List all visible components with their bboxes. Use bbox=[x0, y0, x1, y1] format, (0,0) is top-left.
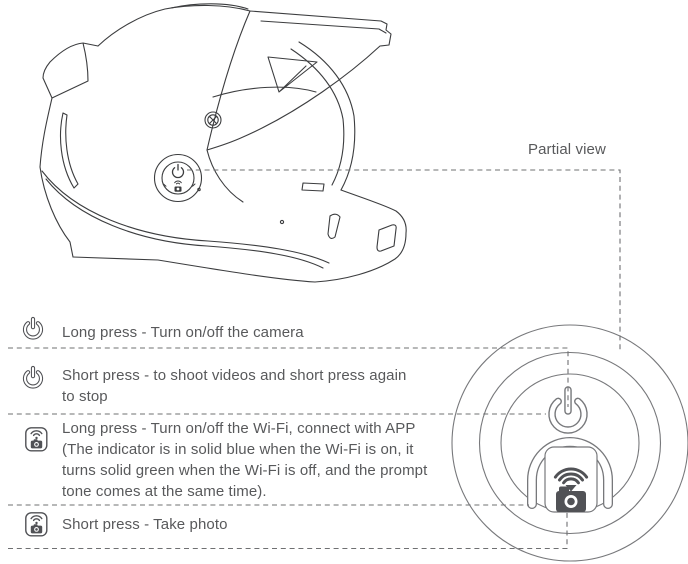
chin-vent bbox=[376, 224, 397, 252]
camera-icon bbox=[556, 486, 586, 512]
instruction-text: to stop bbox=[62, 388, 108, 405]
partial-view-detail bbox=[451, 324, 688, 562]
helmet-chin-guard bbox=[314, 189, 407, 283]
wifi-camera-icon bbox=[25, 512, 48, 537]
instruction-row-2: Short press - to shoot videos and short … bbox=[62, 365, 406, 407]
connector-row1 bbox=[8, 347, 569, 407]
instruction-row-4: Short press - Take photo bbox=[62, 514, 228, 535]
instruction-text: turns solid green when the Wi-Fi is off,… bbox=[62, 462, 428, 479]
chin-vent-small bbox=[327, 213, 341, 239]
helmet-rear-fin bbox=[42, 42, 99, 99]
power-icon bbox=[22, 365, 44, 389]
instruction-text: Short press - Take photo bbox=[62, 516, 228, 533]
helmet-peak bbox=[206, 10, 392, 151]
wifi-icon bbox=[553, 467, 589, 492]
instruction-text: Short press - to shoot videos and short … bbox=[62, 367, 407, 384]
instruction-text: Long press - Turn on/off the camera bbox=[62, 324, 304, 341]
connector-partial-view bbox=[187, 169, 621, 351]
helmet-camera-button bbox=[153, 153, 203, 203]
power-icon bbox=[548, 386, 588, 434]
shield-pivot-screw-icon bbox=[204, 111, 222, 129]
wifi-camera-icon bbox=[25, 427, 48, 452]
wifi-key-arch bbox=[527, 437, 613, 509]
helmet-illustration bbox=[39, 3, 407, 283]
dashed-connectors bbox=[8, 169, 621, 550]
instruction-row-1: Long press - Turn on/off the camera bbox=[62, 322, 304, 343]
partial-view-label: Partial view bbox=[528, 141, 606, 158]
helmet-vent-slot bbox=[59, 112, 79, 189]
power-icon bbox=[22, 316, 44, 340]
helmet-face-shield bbox=[298, 41, 356, 191]
instruction-row-3: Long press - Turn on/off the Wi-Fi, conn… bbox=[62, 418, 427, 502]
instruction-text: (The indicator is in solid blue when the… bbox=[62, 441, 414, 458]
instruction-text: tone comes at the same time). bbox=[62, 483, 267, 500]
connector-row4 bbox=[8, 510, 568, 550]
instruction-text: Long press - Turn on/off the Wi-Fi, conn… bbox=[62, 420, 416, 437]
